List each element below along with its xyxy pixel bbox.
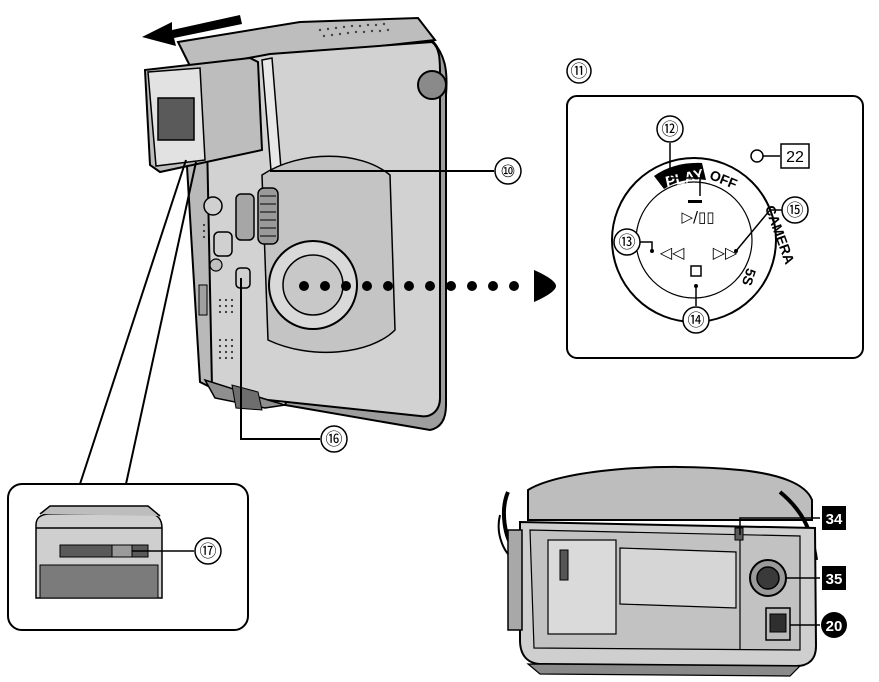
stop-icon xyxy=(690,265,702,277)
top-grille xyxy=(318,22,390,38)
rewind-icon: ◁◁ xyxy=(659,243,685,262)
camcorder-main-illustration xyxy=(143,16,448,432)
callout-34-label: 34 xyxy=(826,511,843,528)
callout-14-label: ⑭ xyxy=(688,311,705,330)
callout-10-label: ⑩ xyxy=(500,162,515,181)
callout-10: ⑩ xyxy=(270,157,522,185)
callout-35-label: 35 xyxy=(826,571,843,588)
detail-zoom-lines xyxy=(79,159,197,485)
callout-16: ⑯ xyxy=(240,278,348,453)
callout-17-label: ⑰ xyxy=(200,542,217,561)
dial-5s-label: 5S xyxy=(739,267,760,288)
control-dial-detail: ⑪ PLAY OFF CAMERA 5S ▷/▯▯ ◁◁ ▷▷ ⑫ ⑬ ⑭ xyxy=(566,58,864,359)
indicator-lamp-icon xyxy=(750,149,764,163)
camcorder-underside-illustration: 34 35 20 xyxy=(497,465,847,677)
callout-20-label: 20 xyxy=(826,618,843,635)
callout-13-label: ⑬ xyxy=(619,233,636,252)
play-pause-icon: ▷/▯▯ xyxy=(681,208,714,226)
cassette-slot-detail: ⑰ xyxy=(7,483,249,631)
power-dial xyxy=(257,187,279,245)
fastforward-icon: ▷▷ xyxy=(713,243,738,262)
callout-22-label: 22 xyxy=(786,149,804,166)
callout-12-label: ⑫ xyxy=(662,120,679,139)
dotted-arrow xyxy=(299,270,556,302)
callout-16-label: ⑯ xyxy=(326,430,343,449)
callout-11-label: ⑪ xyxy=(571,62,588,81)
speaker-grille xyxy=(202,223,234,360)
callout-15-label: ⑮ xyxy=(787,201,804,220)
slide-direction-arrow xyxy=(142,15,242,46)
